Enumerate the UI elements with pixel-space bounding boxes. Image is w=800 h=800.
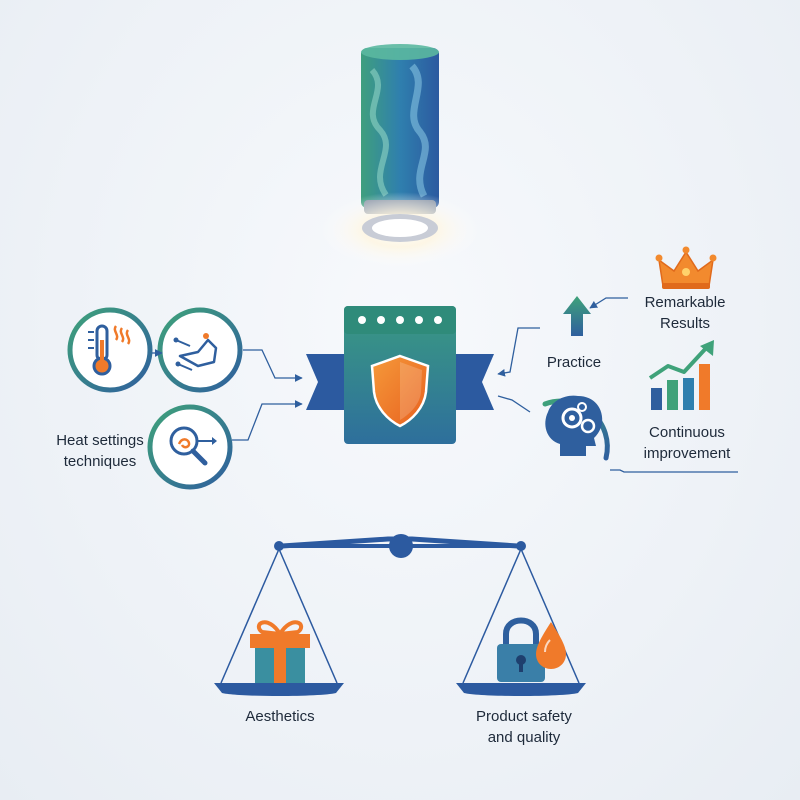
balance-scale-icon [214, 534, 586, 696]
left-connectors [152, 349, 303, 441]
crown-icon [655, 246, 717, 289]
thermometer-circle [67, 307, 153, 393]
lock-icon [497, 617, 545, 682]
practice-text: Practice [546, 354, 602, 371]
remarkable-line-2: Results [659, 315, 711, 332]
safety-line-1: Product safety [476, 708, 572, 725]
heat-settings-line-2: techniques [63, 453, 137, 470]
aesthetics-text: Aesthetics [245, 708, 315, 725]
shield-icon [370, 354, 430, 428]
remarkable-line-1: Remarkable [644, 294, 726, 311]
touch-settings-icon [173, 333, 218, 371]
safety-line-2: and quality [487, 729, 561, 746]
continuous-line-2: improvement [643, 445, 731, 462]
continuous-improvement-label: Continuous improvement [624, 422, 750, 464]
right-connectors [497, 297, 738, 473]
continuous-line-1: Continuous [649, 424, 725, 441]
magnifier-icon [169, 426, 217, 466]
heat-settings-label: Heat settings techniques [38, 430, 162, 472]
up-arrow-icon [563, 296, 591, 336]
magnifier-circle [147, 404, 233, 490]
heat-lamp-icon [320, 44, 480, 268]
thermometer-icon [88, 324, 131, 376]
droplet-icon [536, 622, 566, 669]
touch-settings-circle [157, 307, 243, 393]
aesthetics-label: Aesthetics [220, 706, 340, 727]
growth-chart-icon [648, 340, 714, 410]
heat-settings-line-1: Heat settings [56, 432, 144, 449]
brain-gears-icon [542, 395, 610, 461]
gift-icon [250, 620, 310, 683]
product-safety-label: Product safety and quality [454, 706, 594, 748]
remarkable-results-label: Remarkable Results [630, 292, 740, 334]
protection-device [306, 306, 494, 444]
practice-label: Practice [534, 352, 614, 373]
